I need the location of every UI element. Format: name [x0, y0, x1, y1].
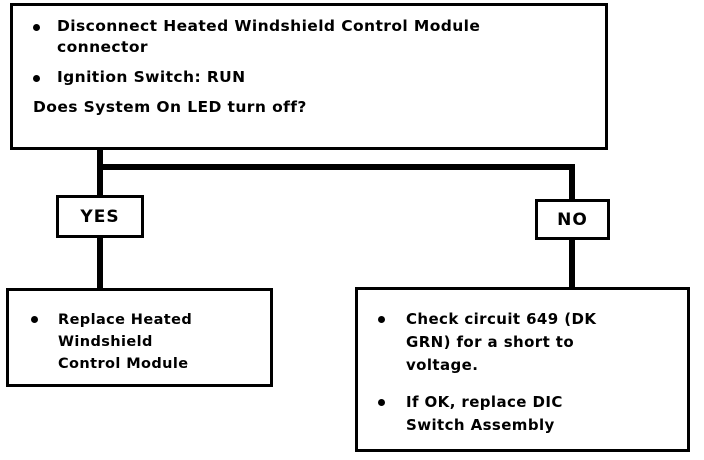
left-result-content: Replace Heated Windshield Control Module	[31, 309, 264, 375]
bullet-icon	[31, 316, 38, 323]
list-item: Ignition Switch: RUN	[33, 67, 597, 88]
bullet-icon	[378, 399, 385, 406]
question-bullet-1: Disconnect Heated Windshield Control Mod…	[57, 17, 481, 56]
list-item: Disconnect Heated Windshield Control Mod…	[33, 16, 597, 58]
connector-no-to-right-result	[569, 238, 575, 290]
list-item: If OK, replace DIC Switch Assembly	[378, 391, 681, 437]
right-result-bullet-2: If OK, replace DIC Switch Assembly	[406, 393, 563, 434]
right-result-bullet-1: Check circuit 649 (DK GRN) for a short t…	[406, 310, 597, 374]
connector-to-yes	[97, 164, 103, 198]
bullet-icon	[378, 316, 385, 323]
connector-yes-to-left-result	[97, 236, 103, 291]
bullet-icon	[33, 75, 40, 82]
decision-yes-label: YES	[80, 206, 120, 227]
list-item: Replace Heated Windshield Control Module	[31, 309, 264, 375]
question-box-content: Disconnect Heated Windshield Control Mod…	[33, 16, 597, 118]
decision-yes-box: YES	[56, 195, 144, 238]
decision-no-box: NO	[535, 199, 610, 240]
connector-top-stub	[97, 150, 103, 170]
question-prompt: Does System On LED turn off?	[33, 98, 307, 116]
list-item: Check circuit 649 (DK GRN) for a short t…	[378, 308, 681, 377]
left-result-box: Replace Heated Windshield Control Module	[6, 288, 273, 387]
right-result-box: Check circuit 649 (DK GRN) for a short t…	[355, 287, 690, 452]
connector-branch-bar	[97, 164, 575, 170]
left-result-bullet-1: Replace Heated Windshield Control Module	[58, 312, 193, 372]
question-bullet-2: Ignition Switch: RUN	[57, 68, 246, 86]
connector-to-no	[569, 164, 575, 202]
right-result-content: Check circuit 649 (DK GRN) for a short t…	[378, 308, 681, 451]
decision-no-label: NO	[557, 209, 588, 230]
question-box: Disconnect Heated Windshield Control Mod…	[10, 3, 608, 150]
bullet-icon	[33, 24, 40, 31]
